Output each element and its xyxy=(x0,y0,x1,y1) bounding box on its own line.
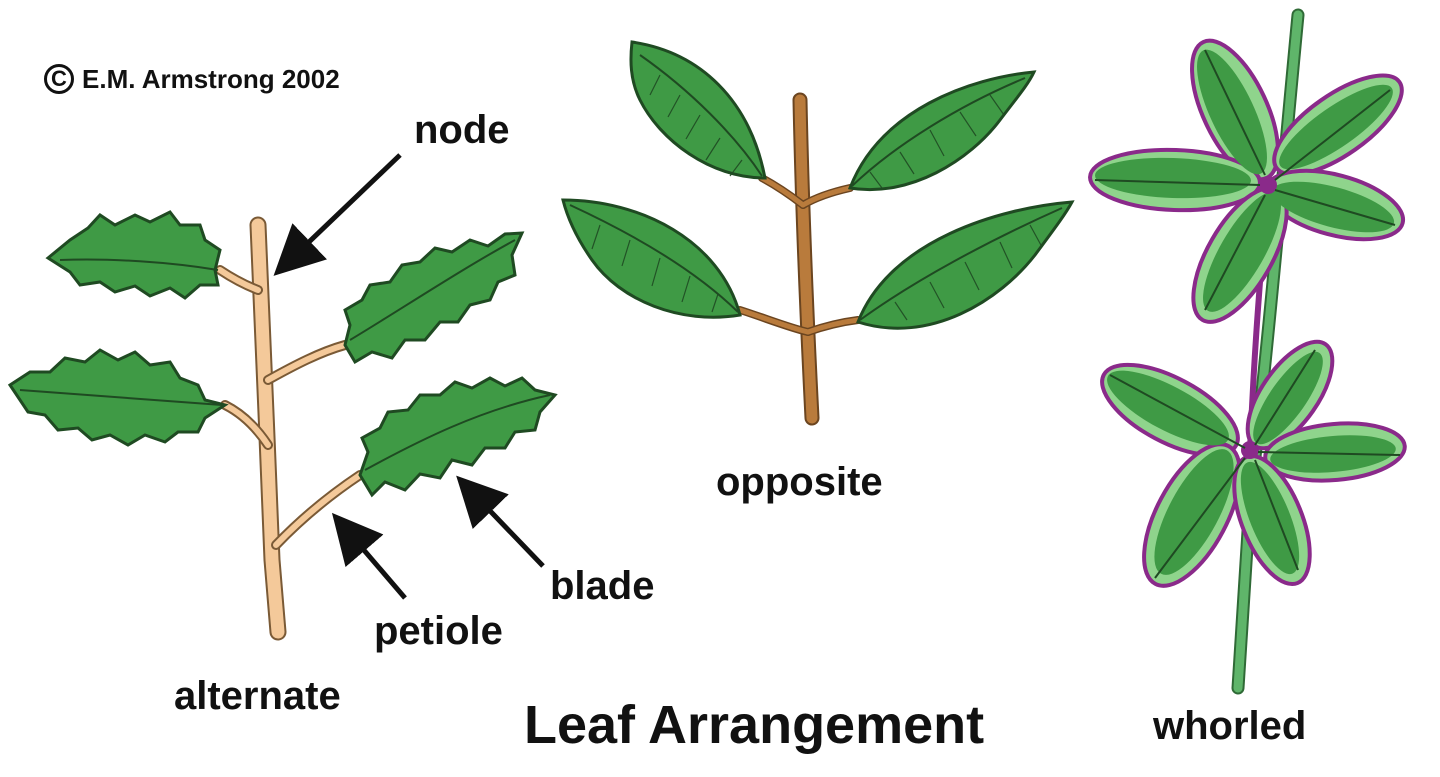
opposite-leaf xyxy=(850,72,1034,190)
whorled-diagram xyxy=(1089,15,1417,688)
alternate-leaf xyxy=(48,212,220,298)
pointer-arrows xyxy=(288,155,543,598)
figure-title: Leaf Arrangement xyxy=(524,698,984,752)
copyright-text: E.M. Armstrong 2002 xyxy=(82,66,340,92)
opposite-leaf xyxy=(563,200,740,317)
opposite-diagram xyxy=(563,42,1072,418)
copyright-icon: C xyxy=(44,64,74,94)
node-label: node xyxy=(414,110,510,150)
copyright-notice: C E.M. Armstrong 2002 xyxy=(44,64,340,94)
node-arrow xyxy=(288,155,400,262)
alternate-label: alternate xyxy=(174,676,341,716)
petiole-label: petiole xyxy=(374,611,503,651)
whorled-label: whorled xyxy=(1153,706,1306,746)
opposite-label: opposite xyxy=(716,462,883,502)
alternate-leaf xyxy=(360,378,555,495)
alternate-leaf xyxy=(345,233,522,362)
blade-label: blade xyxy=(550,566,654,606)
petiole-arrow xyxy=(345,528,405,598)
alternate-diagram xyxy=(10,212,555,632)
opposite-leaf xyxy=(858,202,1072,328)
blade-arrow xyxy=(470,490,543,566)
